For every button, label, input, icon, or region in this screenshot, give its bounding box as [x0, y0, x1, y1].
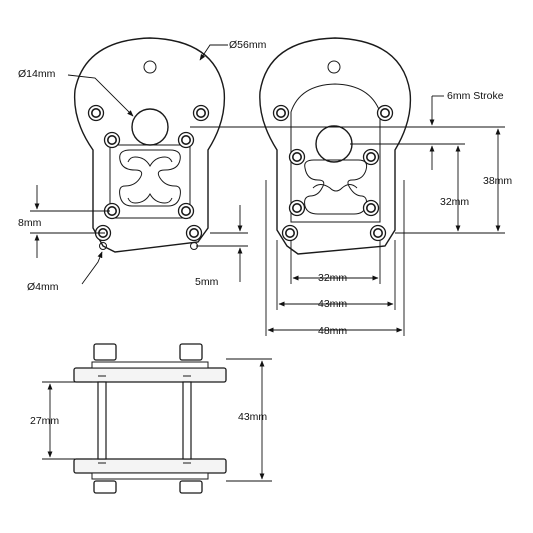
side-bottom-plate [73, 458, 227, 474]
right-flexure-inner [312, 184, 358, 192]
left-plate [73, 37, 226, 253]
side-screw-bottom-left [93, 480, 117, 494]
side-screw-bottom-right [179, 480, 203, 494]
right-screw-foot-r [369, 224, 387, 242]
side-view [73, 343, 227, 494]
right-center-hole [315, 125, 353, 163]
side-bottom-washer [91, 472, 209, 480]
right-plate [259, 37, 412, 255]
label-outer-diameter: Ø56mm [229, 39, 267, 51]
label-mount-hole: Ø4mm [27, 281, 59, 293]
label-center-hole: Ø14mm [18, 68, 56, 80]
right-screw-tl [272, 104, 290, 122]
right-screw-br [362, 199, 380, 217]
label-stack-43: 43mm [238, 411, 267, 423]
left-screw-mr [177, 131, 195, 149]
left-center-hole [131, 108, 169, 146]
dimension-lines [30, 44, 505, 482]
side-screw-top-left [93, 343, 117, 361]
label-stack-27: 27mm [30, 415, 59, 427]
right-screw-bl [288, 199, 306, 217]
left-screw-foot-r [185, 224, 203, 242]
label-hole-offset: 5mm [195, 276, 219, 288]
right-plate-outline [259, 37, 412, 255]
left-screw-tr [192, 104, 210, 122]
side-standoff-left [97, 381, 107, 460]
right-screw-tr [376, 104, 394, 122]
label-pattern-spacing: 8mm [18, 217, 42, 229]
left-screw-br [177, 202, 195, 220]
left-flexure-inner [127, 156, 173, 204]
left-top-hole [143, 60, 157, 74]
left-flexure [119, 149, 181, 207]
left-screw-tl [87, 104, 105, 122]
side-nut-lines [98, 375, 191, 464]
left-plate-outline [73, 37, 226, 253]
label-width-43: 43mm [318, 298, 347, 310]
side-top-plate [73, 367, 227, 383]
left-inner-frame [109, 144, 191, 219]
right-screw-foot-l [281, 224, 299, 242]
label-width-48: 48mm [318, 325, 347, 337]
side-standoff-right [182, 381, 192, 460]
dimension-labels: Ø56mm Ø14mm 8mm Ø4mm 5mm 6mm Stroke 38mm… [18, 39, 512, 427]
label-width-32: 32mm [318, 272, 347, 284]
right-top-hole [327, 60, 341, 74]
dim-4-leader [81, 251, 103, 285]
left-screw-ml [103, 131, 121, 149]
side-screw-top-right [179, 343, 203, 361]
dim-56-leader [199, 44, 228, 61]
label-height-32: 32mm [440, 196, 469, 208]
dim-14-leader [67, 74, 134, 117]
left-mount-hole-l [99, 242, 107, 250]
side-top-washer [91, 361, 209, 369]
right-screw-ml [288, 148, 306, 166]
label-height-38: 38mm [483, 175, 512, 187]
right-screw-mr [362, 148, 380, 166]
label-stroke: 6mm Stroke [447, 90, 504, 102]
